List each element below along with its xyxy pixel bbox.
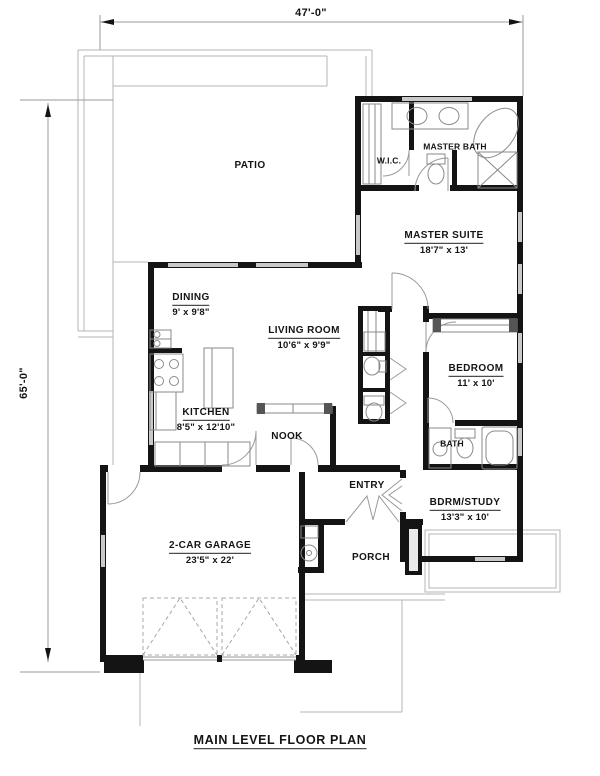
drawing-title: MAIN LEVEL FLOOR PLAN [193,733,367,750]
room-label-wic: W.I.C. [376,155,402,166]
room-label-entry: ENTRY [349,479,385,491]
garage-door-sills [143,656,296,661]
porch-wall-core [409,529,418,571]
dimension-arrows [45,19,522,661]
fixtures [149,102,519,562]
patio-outline [77,49,373,465]
dimension-lines [20,15,524,673]
room-label-porch: PORCH [351,551,391,563]
width-dimension-label: 47'-0" [295,7,327,20]
height-dimension-label: 65'-0" [18,367,31,399]
closet-end-caps [257,319,517,414]
windows [101,97,522,567]
room-label-bath: BATH [440,438,464,449]
room-label-patio: PATIO [234,159,266,171]
room-label-master-bath: MASTER BATH [423,141,487,152]
garage-doors [142,597,297,656]
room-label-nook: NOOK [271,430,303,442]
